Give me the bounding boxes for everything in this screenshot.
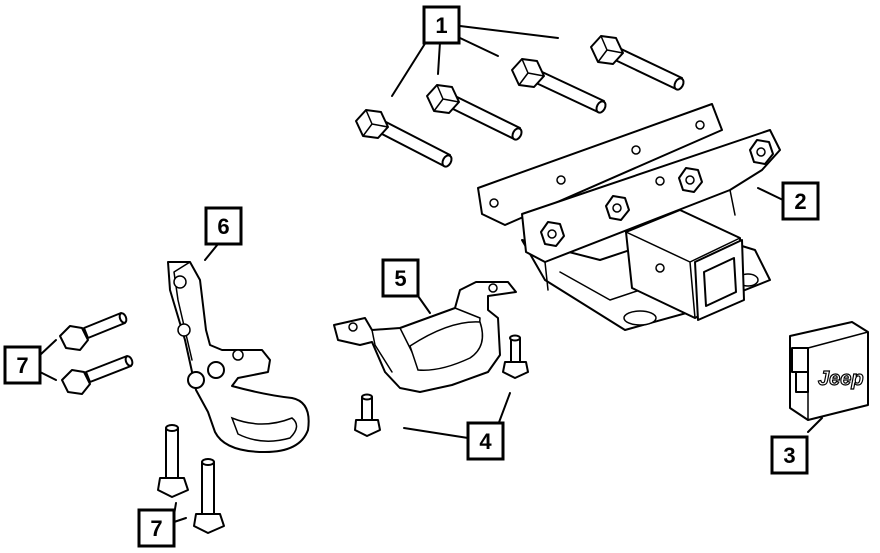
callout-6: 6 — [204, 206, 243, 246]
hook-bolts-part-7-left — [59, 312, 134, 395]
hitch-front-plate — [521, 129, 781, 263]
callout-number: 7 — [16, 353, 28, 378]
callout-7-bottom: 7 — [137, 508, 176, 548]
bolts-long-part-1 — [355, 35, 685, 168]
bolt-long — [355, 109, 453, 168]
callout-1: 1 — [422, 5, 461, 45]
callout-5: 5 — [381, 258, 420, 298]
callout-2: 2 — [781, 181, 820, 221]
hitch-receiver-part-2 — [477, 103, 781, 331]
hook-bolt — [61, 355, 134, 395]
hook-bolt — [59, 312, 128, 351]
nut — [678, 167, 703, 193]
callout-7-left: 7 — [3, 345, 42, 385]
hitch-mounting-plate — [477, 103, 723, 226]
callout-number: 2 — [794, 189, 806, 214]
callout-number: 1 — [435, 13, 447, 38]
bolt-long — [426, 84, 523, 141]
bolt-long — [511, 58, 607, 114]
jeep-logo: Jeep — [818, 368, 864, 390]
bolt-long — [590, 35, 685, 91]
hitch-plug-cover-part-3: Jeep — [789, 321, 869, 421]
hook-bolt — [157, 424, 189, 498]
callout-number: 5 — [394, 266, 406, 291]
short-bolt — [354, 393, 381, 437]
hook-bolts-part-7-bottom — [157, 424, 225, 534]
hook-bolt — [193, 458, 225, 534]
nut — [749, 139, 774, 165]
nut — [540, 221, 565, 247]
callout-number: 4 — [479, 429, 492, 454]
short-bolt — [502, 334, 529, 379]
nut — [605, 195, 630, 221]
callout-number: 3 — [783, 443, 795, 468]
callout-3: 3 — [770, 435, 809, 475]
short-bolts-part-4 — [354, 334, 529, 437]
callout-number: 7 — [150, 516, 162, 541]
tow-hook-part-6 — [167, 261, 310, 453]
leader-lines — [39, 25, 823, 523]
callout-4: 4 — [466, 421, 505, 461]
callout-number: 6 — [217, 214, 229, 239]
bracket-part-5 — [333, 281, 517, 393]
